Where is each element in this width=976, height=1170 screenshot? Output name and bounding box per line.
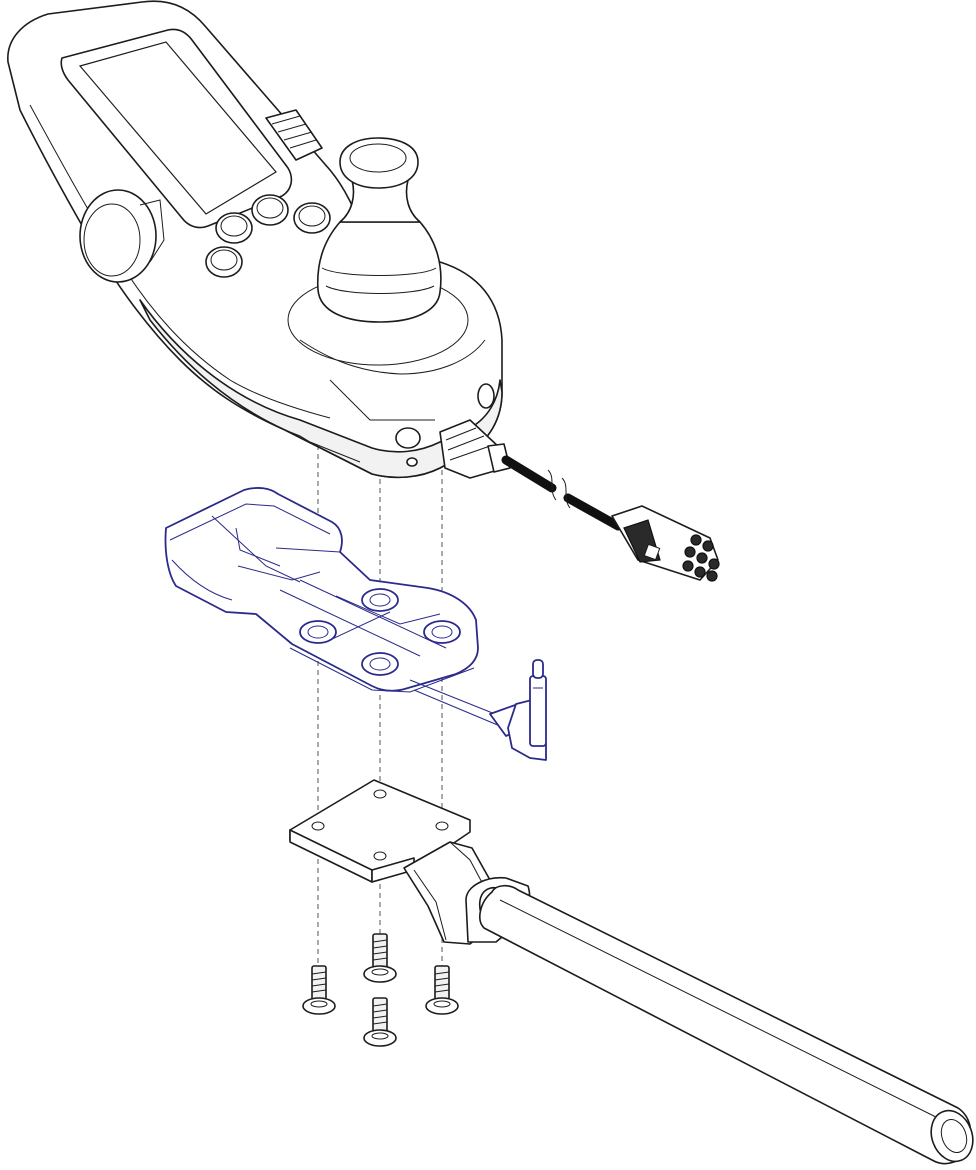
clamp-body (164, 487, 479, 692)
display-screen (78, 41, 277, 215)
plug-pins (682, 534, 720, 582)
screw-right (425, 965, 459, 1015)
screws (302, 933, 459, 1047)
button-4 (205, 246, 243, 278)
scroll-wheel (265, 109, 323, 161)
tube-body (479, 884, 972, 1165)
screw-left (302, 965, 336, 1015)
button-2 (251, 194, 289, 226)
mounting-clamp (164, 487, 547, 761)
button-3 (293, 202, 331, 234)
clamp-holes (299, 588, 461, 676)
joystick-shaft (339, 179, 421, 223)
cable-segment-2 (563, 493, 623, 531)
screw-center-bottom (363, 997, 397, 1047)
button-1 (215, 212, 253, 244)
joystick-controller (7, 0, 503, 479)
controller-skirt (139, 299, 503, 479)
tube-end (930, 1109, 974, 1163)
joystick (287, 137, 469, 366)
joystick-gaiter (316, 221, 442, 323)
cable-break-mark (547, 469, 557, 501)
front-screw-hole (395, 427, 421, 449)
screw-center-top (363, 933, 397, 983)
power-knob (79, 189, 165, 283)
control-buttons (205, 194, 331, 278)
jack-plug (489, 659, 547, 761)
cable-segment-1 (501, 455, 557, 493)
mounting-tube (479, 884, 974, 1165)
connector-cable (439, 419, 720, 582)
joystick-knob (339, 137, 419, 189)
